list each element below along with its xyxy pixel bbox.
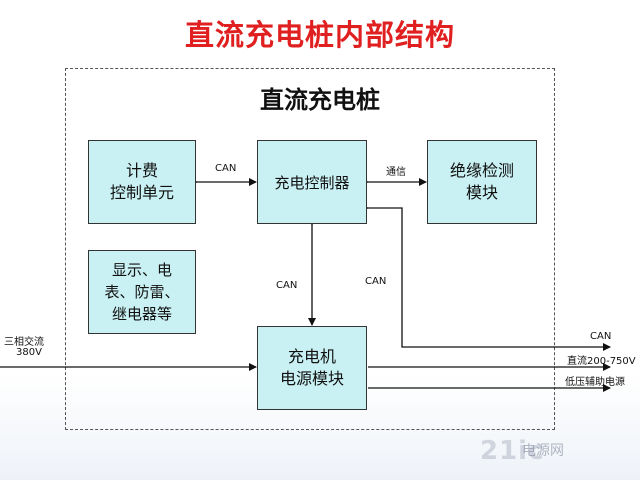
charging-controller: 充电控制器 (257, 140, 367, 224)
label-out-dc: 直流200-750V (567, 356, 636, 367)
edge-can-external-loop (361, 204, 611, 351)
billing-control-unit: 计费 控制单元 (88, 140, 196, 224)
page-title: 直流充电桩内部结构 (184, 18, 455, 52)
charger-power-module: 充电机 电源模块 (257, 326, 367, 410)
diagram-subtitle: 直流充电桩 (260, 86, 380, 114)
label-can-billing: CAN (215, 163, 237, 174)
label-can-power: CAN (276, 280, 298, 291)
watermark-logo: 21ic (480, 436, 545, 466)
label-ac-input-1: 三相交流 (4, 337, 44, 348)
display-meter-relay-unit: 显示、电 表、防雷、 继电器等 (88, 250, 196, 334)
label-out-aux: 低压辅助电源 (565, 377, 625, 388)
label-out-can: CAN (590, 331, 612, 342)
label-can-loop: CAN (365, 276, 387, 287)
label-ac-input-2: 380V (16, 347, 42, 358)
insulation-detection-module: 绝缘检测 模块 (427, 140, 537, 224)
label-comm: 通信 (386, 167, 406, 178)
watermark-site: 电源网 (522, 443, 564, 459)
